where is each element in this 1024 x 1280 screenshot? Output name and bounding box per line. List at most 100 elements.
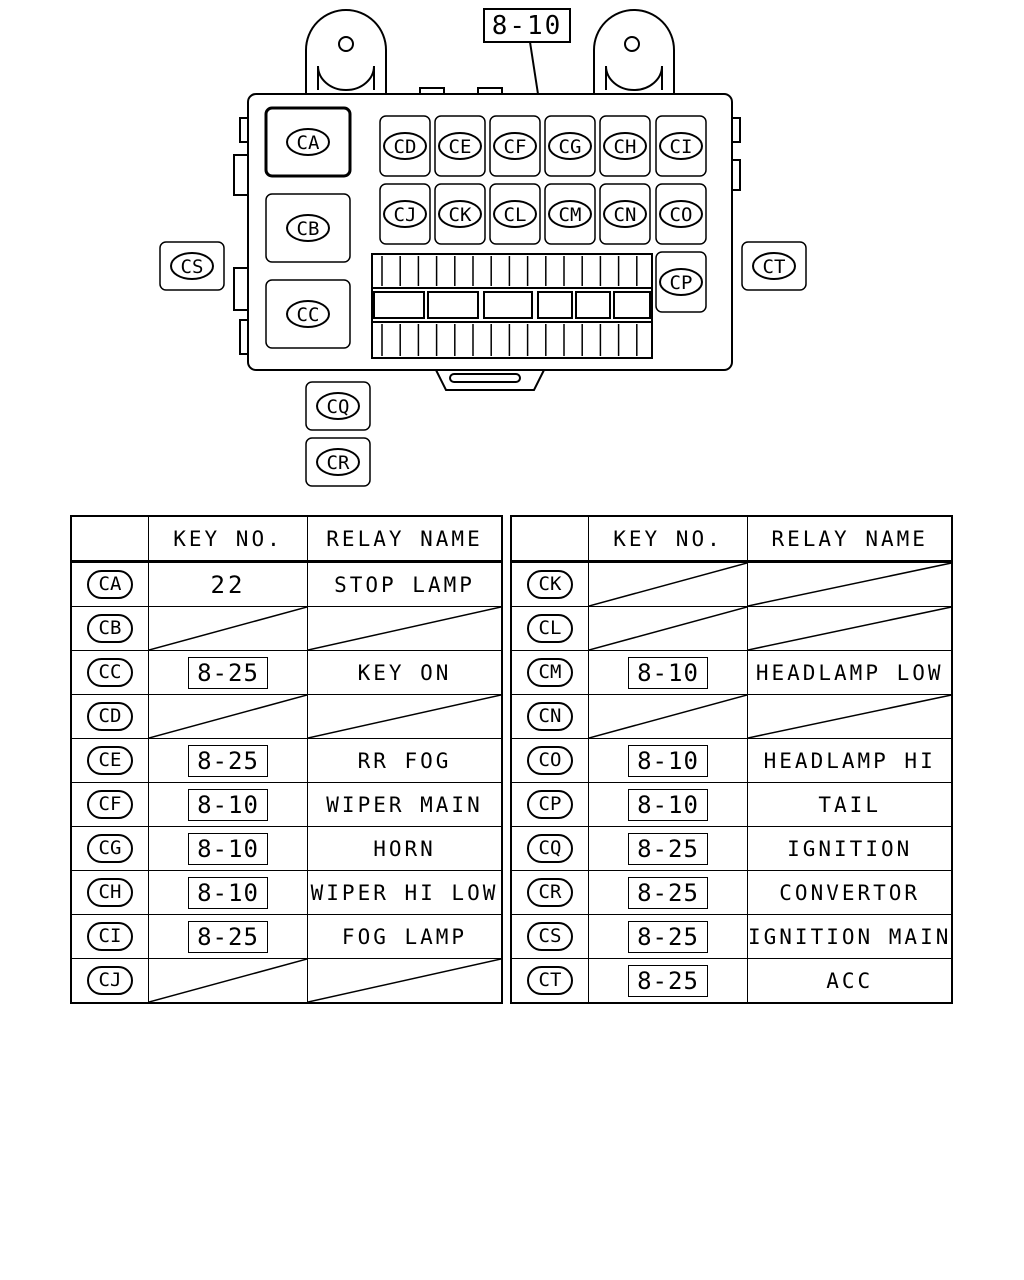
relay-code: CC xyxy=(87,658,133,687)
code-cell: CQ xyxy=(510,826,589,871)
relay-name-cell xyxy=(747,694,953,739)
relay-code: CT xyxy=(527,966,573,995)
relay-ce: CE xyxy=(434,115,486,177)
empty-slash xyxy=(308,959,501,1002)
code-cell: CG xyxy=(70,826,149,871)
key-no-cell: 8-10 xyxy=(148,782,308,827)
relay-code: CF xyxy=(87,790,133,819)
key-no-cell: 22 xyxy=(148,561,308,607)
relay-co: CO xyxy=(655,183,707,245)
relay-cl: CL xyxy=(489,183,541,245)
code-cell: CR xyxy=(510,870,589,915)
empty-slash xyxy=(748,607,951,650)
relay-label: CA xyxy=(297,132,320,154)
key-no-cell: 8-10 xyxy=(588,782,748,827)
relay-label: CL xyxy=(504,204,527,226)
relay-label: CD xyxy=(394,136,417,158)
key-no-cell: 8-10 xyxy=(148,870,308,915)
relay-name-cell xyxy=(307,606,503,651)
relay-name-header: RELAY NAME xyxy=(747,515,953,563)
relay-ck: CK xyxy=(434,183,486,245)
empty-slash xyxy=(308,695,501,738)
code-cell: CC xyxy=(70,650,149,695)
key-no-header: KEY NO. xyxy=(588,515,748,563)
key-no-cell xyxy=(148,606,308,651)
key-ref-box: 8-25 xyxy=(628,964,708,997)
code-cell: CE xyxy=(70,738,149,783)
key-no-cell: 8-25 xyxy=(148,914,308,959)
relay-cq: CQ xyxy=(305,381,371,431)
table-row: CT 8-25 ACC xyxy=(510,958,953,1004)
code-cell: CM xyxy=(510,650,589,695)
relay-name-cell xyxy=(307,958,503,1004)
relay-name: HORN xyxy=(373,836,436,861)
key-ref-box: 8-10 xyxy=(188,788,268,821)
code-cell: CB xyxy=(70,606,149,651)
code-cell: CN xyxy=(510,694,589,739)
relay-box-housing xyxy=(247,93,733,371)
relay-ca: CA xyxy=(264,106,352,178)
empty-slash xyxy=(149,607,307,650)
key-ref-box: 8-10 xyxy=(188,876,268,909)
table-row: CB xyxy=(70,606,503,651)
relay-label: CG xyxy=(559,136,582,158)
relay-label: CK xyxy=(449,204,472,226)
relay-name-header: RELAY NAME xyxy=(307,515,503,563)
code-cell: CK xyxy=(510,561,589,607)
table-row: CL xyxy=(510,606,953,651)
relay-name: WIPER HI LOW xyxy=(310,880,499,905)
relay-name-cell: ACC xyxy=(747,958,953,1004)
relay-label: CQ xyxy=(327,396,350,418)
key-no-cell: 8-25 xyxy=(148,650,308,695)
relay-label: CB xyxy=(297,218,320,240)
relay-code: CD xyxy=(87,702,133,731)
relay-code: CS xyxy=(527,922,573,951)
relay-cd: CD xyxy=(379,115,431,177)
relay-code: CG xyxy=(87,834,133,863)
relay-label: CO xyxy=(670,204,693,226)
relay-name-cell: STOP LAMP xyxy=(307,561,503,607)
relay-name-cell: CONVERTOR xyxy=(747,870,953,915)
relay-code: CE xyxy=(87,746,133,775)
key-no-cell: 8-25 xyxy=(588,958,748,1004)
relay-name-cell xyxy=(307,694,503,739)
key-ref-box: 8-10 xyxy=(628,744,708,777)
relay-code: CJ xyxy=(87,966,133,995)
empty-slash xyxy=(748,695,951,738)
key-no-cell: 8-10 xyxy=(588,650,748,695)
key-no-cell: 8-25 xyxy=(588,914,748,959)
key-no-cell: 8-25 xyxy=(148,738,308,783)
relay-name: STOP LAMP xyxy=(334,572,475,597)
relay-name: ACC xyxy=(826,968,874,993)
relay-name: FOG LAMP xyxy=(341,924,468,949)
relay-cp: CP xyxy=(655,251,707,313)
code-cell: CO xyxy=(510,738,589,783)
code-cell: CL xyxy=(510,606,589,651)
relay-name-cell xyxy=(747,561,953,607)
relay-cc: CC xyxy=(265,279,351,349)
ref-label-text: 8-10 xyxy=(492,11,563,41)
mounting-ear-left xyxy=(305,9,387,94)
relay-cj: CJ xyxy=(379,183,431,245)
key-ref-box: 8-10 xyxy=(628,788,708,821)
relay-code: CN xyxy=(527,702,573,731)
code-cell: CT xyxy=(510,958,589,1004)
relay-code: CL xyxy=(527,614,573,643)
code-cell: CI xyxy=(70,914,149,959)
relay-label: CM xyxy=(559,204,582,226)
fuse-block xyxy=(371,253,653,359)
relay-cf: CF xyxy=(489,115,541,177)
relay-label: CN xyxy=(614,204,637,226)
ref-label-8-10: 8-10 xyxy=(483,8,571,95)
relay-code: CP xyxy=(527,790,573,819)
relay-ct: CT xyxy=(741,241,807,291)
relay-name: TAIL xyxy=(818,792,881,817)
mounting-ear-right xyxy=(593,9,675,94)
